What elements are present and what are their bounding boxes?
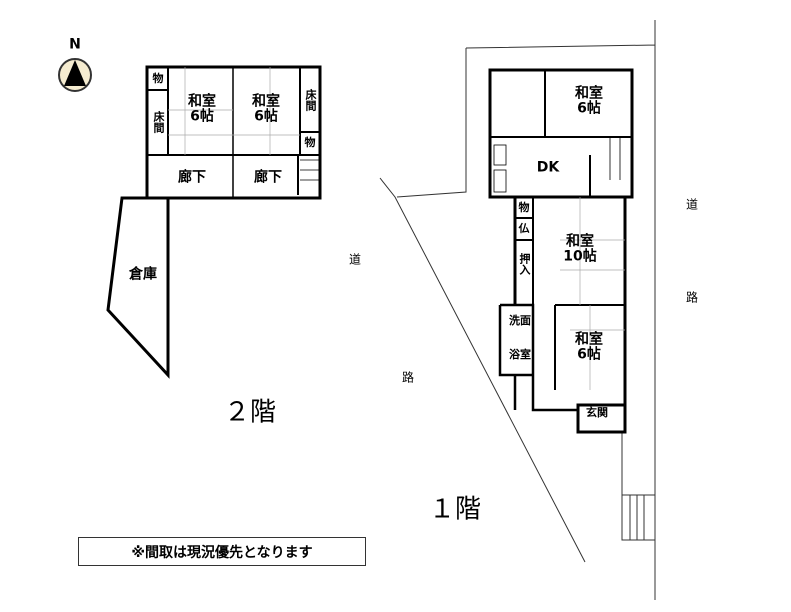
room-souko: 倉庫 <box>129 266 157 283</box>
room-oshiire: 押入 <box>518 253 532 275</box>
disclaimer-note: ※間取は現況優先となります <box>78 537 366 566</box>
floor2-walls <box>106 65 322 379</box>
room-dk: DK <box>536 159 560 176</box>
entrance-steps <box>621 432 655 541</box>
floor2-label: ２階 <box>223 397 277 428</box>
floor1-label: １階 <box>428 494 482 525</box>
room-washitsu-1f-bottom: 和室 6帖 <box>575 331 603 363</box>
road-boundary-left <box>379 177 586 563</box>
road-label-right-bottom: 路 <box>685 290 699 305</box>
room-tokonoma-2f-b: 床間 <box>304 89 318 111</box>
room-tokonoma-2f-a: 床間 <box>152 111 166 133</box>
room-genkan: 玄関 <box>586 405 608 419</box>
room-butsudan: 仏 <box>518 221 530 235</box>
room-mono-1f: 物 <box>518 200 530 214</box>
room-washitsu-10: 和室 10帖 <box>563 233 597 265</box>
road-boundary-inner <box>396 48 467 198</box>
compass-north-label: N <box>69 36 81 53</box>
road-boundary-right <box>465 20 656 600</box>
room-washitsu-1f-top: 和室 6帖 <box>575 85 603 117</box>
road-label-left-top: 道 <box>348 252 362 267</box>
road-label-right-top: 道 <box>685 197 699 212</box>
room-washitsu-2f-b: 和室 6帖 <box>252 93 280 125</box>
room-yokushitsu: 浴室 <box>509 347 531 361</box>
room-washitsu-2f-a: 和室 6帖 <box>188 93 216 125</box>
road-label-left-bottom: 路 <box>401 370 415 385</box>
room-roka-2f-a: 廊下 <box>178 169 206 186</box>
floor1-walls <box>488 68 634 434</box>
room-roka-2f-b: 廊下 <box>254 169 282 186</box>
room-senmen: 洗面 <box>509 313 531 327</box>
room-mono-2f-a: 物 <box>152 71 164 85</box>
compass-icon <box>58 58 92 92</box>
room-mono-2f-b: 物 <box>304 135 316 149</box>
